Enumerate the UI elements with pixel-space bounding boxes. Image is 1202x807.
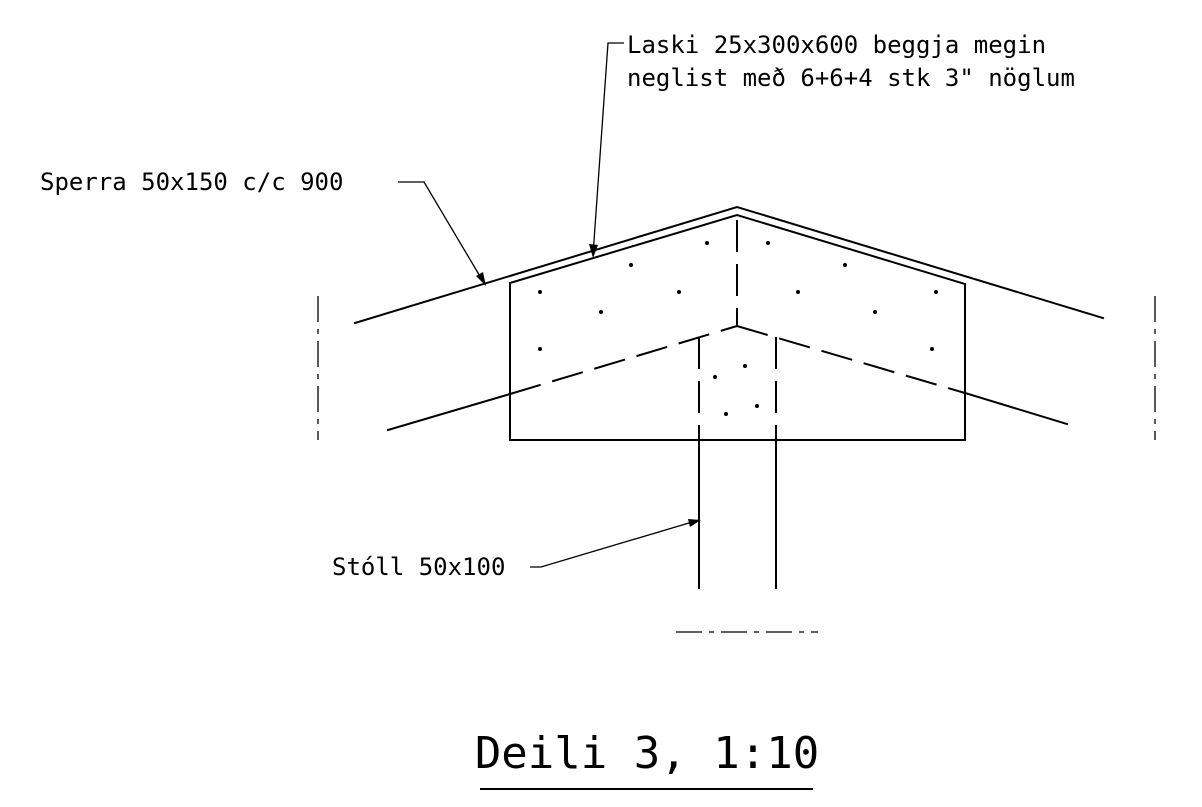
- nail: [934, 290, 938, 294]
- nail: [538, 347, 542, 351]
- nail: [713, 375, 717, 379]
- laski-leader-line: [592, 42, 624, 256]
- nail: [743, 364, 747, 368]
- nail: [766, 241, 770, 245]
- rafter-bottom-hidden-right: [736, 325, 966, 394]
- rafter-top-line: [353, 205, 1105, 325]
- nail: [843, 263, 847, 267]
- nail: [705, 241, 709, 245]
- nail: [538, 290, 542, 294]
- detail-title: Deili 3, 1:10: [475, 728, 819, 779]
- gusset-top-edge: [508, 213, 967, 286]
- stoll-leader-arrowhead: [688, 519, 701, 527]
- rafter-bottom-hidden-left: [509, 325, 738, 395]
- sperra-label: Sperra 50x150 c/c 900: [40, 168, 343, 196]
- nail: [873, 310, 877, 314]
- laski-leader-arrowhead: [589, 244, 598, 258]
- sperra-leader-line: [398, 181, 485, 284]
- gusset-plate-outline: [509, 282, 966, 441]
- laski-label-line1: Laski 25x300x600 beggja megin: [627, 31, 1046, 59]
- nail: [629, 263, 633, 267]
- sperra-leader-arrowhead: [476, 272, 486, 286]
- nail: [724, 412, 728, 416]
- nail: [677, 290, 681, 294]
- nail: [796, 290, 800, 294]
- laski-label-line2: neglist með 6+6+4 stk 3" nöglum: [627, 64, 1075, 92]
- nail: [755, 404, 759, 408]
- nail-pattern: [538, 241, 938, 416]
- stoll-label: Stóll 50x100: [332, 553, 505, 581]
- rafter-bottom-right: [963, 391, 1069, 426]
- nail: [930, 347, 934, 351]
- nail: [599, 310, 603, 314]
- rafter-bottom-left: [386, 392, 512, 432]
- stoll-leader-line: [530, 519, 700, 568]
